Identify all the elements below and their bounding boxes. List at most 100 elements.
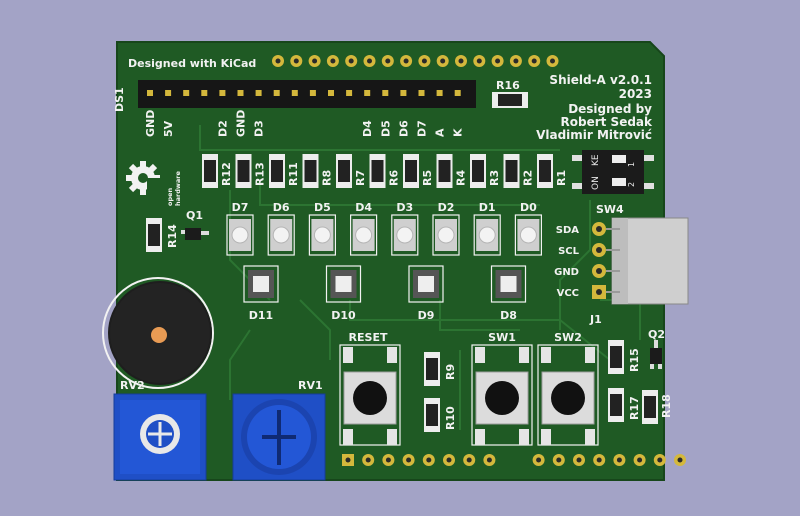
led-label: D2 [438,201,455,214]
header-pin-label: GND [235,110,248,137]
header-top-pad [528,55,541,67]
bottom-pad [483,454,496,466]
led-label: D6 [273,201,290,214]
header-pin-label: GND [144,110,157,137]
pushbuttons: RESET SW1 SW2 [339,331,599,446]
bottom-pad [443,454,455,466]
header-ref: DS1 [113,87,126,112]
dip-ke-label: KE [591,154,601,166]
header-top-pad [418,55,431,67]
resistor-label: R13 [254,162,267,186]
header-pin [346,90,353,96]
header-pin [147,90,153,96]
header-pin [400,90,407,96]
led-d6: D6 [267,201,295,256]
r10-label: R10 [444,406,457,430]
header-pin-label: D4 [361,120,374,137]
button-cap[interactable] [485,381,519,415]
author-2: Vladimir Mitrović [536,128,652,142]
header-pin-label: D3 [253,120,266,137]
designed-with-kicad: Designed with KiCad [128,57,256,70]
r17-label: R17 [628,396,641,420]
led-d5: D5 [308,201,336,256]
buzzer-hole-icon [151,327,167,343]
bottom-pad [342,454,354,466]
resistor-r1: R1 [537,154,568,188]
resistor-r11: R11 [269,154,300,188]
transistor-q1: Q1 [181,209,209,240]
oshw-text-1: open [166,187,174,206]
q2-label: Q2 [648,328,665,341]
led-d9: D9 [408,265,444,322]
led-label: D3 [396,201,413,214]
dip-switch-sw4: ON KE 1 2 SW4 [572,150,654,216]
r16-label: R16 [496,79,520,92]
r15-label: R15 [628,348,641,372]
resistor-r6: R6 [369,154,401,188]
oshw-text-2: hardware [174,171,182,206]
header-top-pad [326,55,339,67]
button-label: SW1 [488,331,516,344]
resistor-r7: R7 [336,154,367,188]
button-cap[interactable] [353,381,387,415]
designed-by: Designed by [568,102,652,116]
j1-pin-gnd: GND [554,264,620,278]
bottom-pad [633,454,646,466]
led-d11: D11 [243,265,279,322]
header-pin [418,90,425,96]
bottom-pad-row [342,454,686,466]
header-pin-label: K [452,128,465,137]
bottom-pad [382,454,395,466]
r14-label: R14 [166,224,179,248]
header-top-pad [400,55,413,67]
header-pin [165,90,172,96]
button-label: SW2 [554,331,582,344]
trimmer-rv1: RV1 [232,379,326,481]
r9-label: R9 [444,364,457,380]
transistor-q2: Q2 [648,328,665,369]
header-pin [364,90,371,96]
led-d1: D1 [473,201,501,256]
header-top-pad [363,55,376,67]
resistor-r2: R2 [503,154,535,188]
resistor-r9: R9 [424,352,457,386]
bottom-pad [532,454,545,466]
resistor-r3: R3 [470,154,501,188]
trimmer-rv2: RV2 [113,379,207,481]
led-d2: D2 [432,201,460,256]
j1-pin-label: GND [554,267,579,278]
resistor-label: R2 [522,170,535,186]
resistor-r8: R8 [302,154,334,188]
resistor-label: R7 [354,170,367,186]
led-label: D9 [418,309,435,322]
led-label: D0 [520,201,537,214]
resistor-label: R6 [388,170,401,186]
rv2-label: RV2 [120,379,145,392]
header-top-pad [345,55,358,67]
button-sw1[interactable]: SW1 [471,331,533,446]
header-pin-label: A [434,128,447,137]
open-hardware-logo: open hardware [126,161,182,206]
header-top-pad [272,55,284,67]
board-year: 2023 [619,87,652,101]
header-top-pad [473,55,486,67]
bottom-pad [674,454,686,466]
resistor-r12: R12 [202,154,233,188]
header-pin-label: D5 [379,120,392,137]
bottom-pad [463,454,476,466]
button-cap[interactable] [551,381,585,415]
bottom-pad [613,454,626,466]
button-sw2[interactable]: SW2 [537,331,599,446]
resistor-label: R8 [321,170,334,186]
button-reset[interactable]: RESET [339,331,401,446]
button-label: RESET [349,331,388,344]
header-pin [328,90,334,96]
dip-2-label: 2 [627,182,636,187]
bottom-pad [653,454,666,466]
resistor-label: R3 [488,170,501,186]
resistor-label: R12 [220,162,233,186]
dip-on-label: ON [591,176,601,190]
bottom-pad [362,454,375,466]
j1-pin-scl: SCL [558,243,620,257]
